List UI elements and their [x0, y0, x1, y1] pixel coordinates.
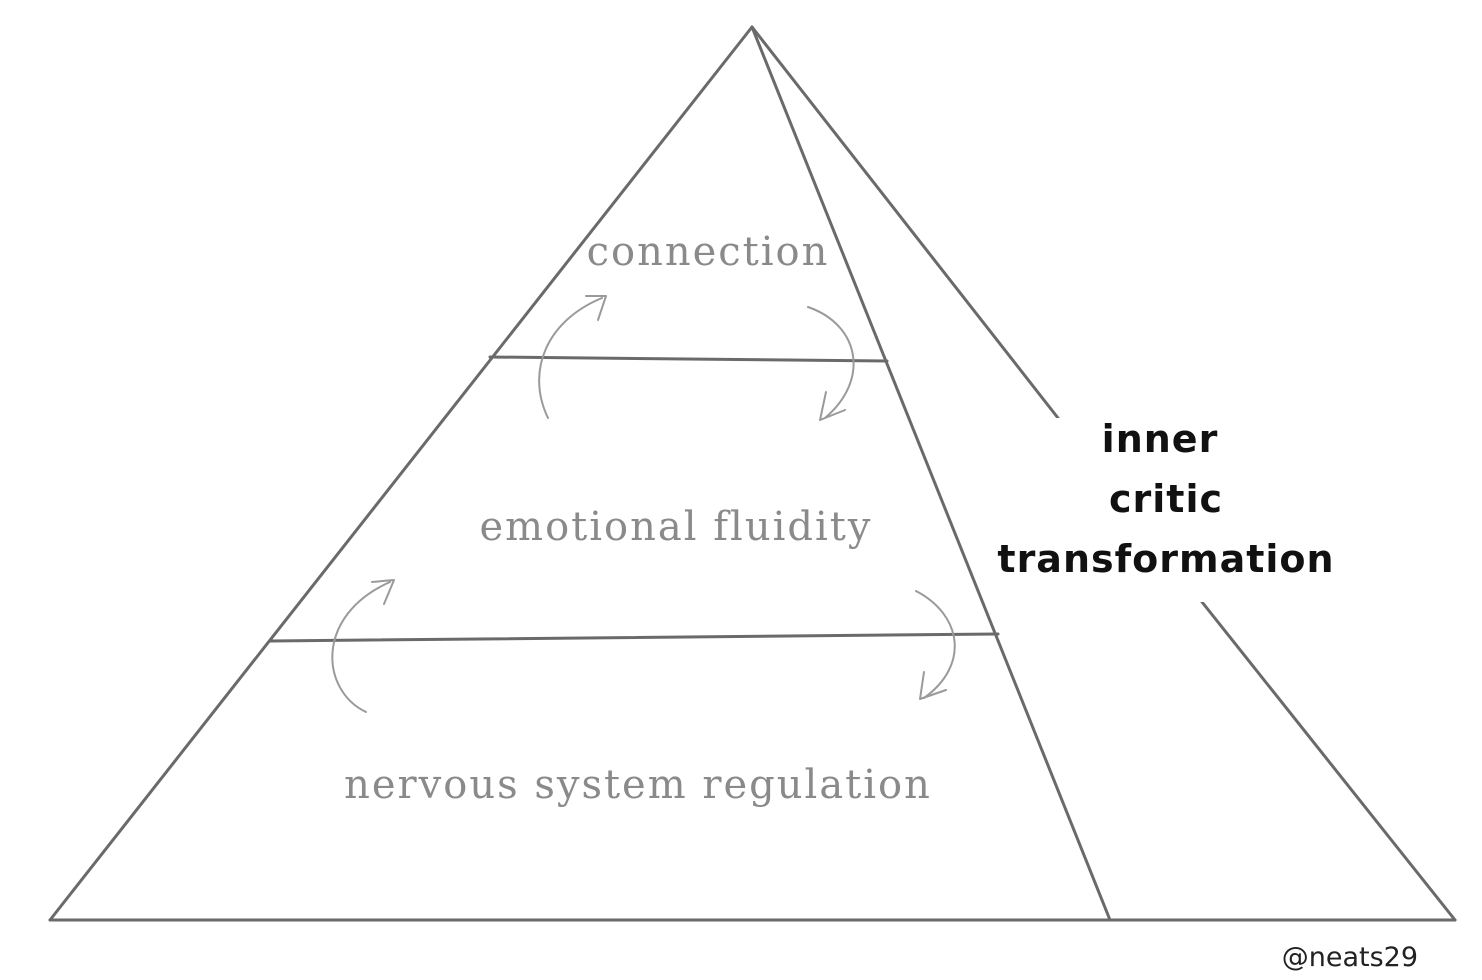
side-label-background	[1000, 418, 1330, 602]
cycle-arrow-down-icon	[915, 590, 956, 700]
pyramid-right-edge-lower	[1200, 600, 1457, 922]
tier-label-emotional-fluidity: emotional fluidity	[480, 504, 873, 550]
side-label-line-transformation: transformation	[997, 537, 1334, 581]
tier-label-connection: connection	[587, 229, 830, 275]
cycle-arrow-down-icon	[807, 306, 855, 421]
side-label-line-inner: inner	[1102, 417, 1219, 461]
pyramid-left-edge	[48, 25, 754, 922]
side-label-line-critic: critic	[1109, 477, 1223, 521]
tier-divider-upper	[488, 355, 889, 363]
tier-label-nervous-system-regulation: nervous system regulation	[344, 762, 932, 808]
tier-divider-lower	[268, 632, 1000, 643]
cycle-arrow-up-icon	[538, 295, 607, 419]
cycle-arrow-up-icon	[331, 579, 395, 713]
pyramid-right-edge-upper	[750, 25, 1060, 420]
credit-handle: @neats29	[1282, 942, 1418, 973]
pyramid-inner-divider	[750, 25, 1112, 922]
